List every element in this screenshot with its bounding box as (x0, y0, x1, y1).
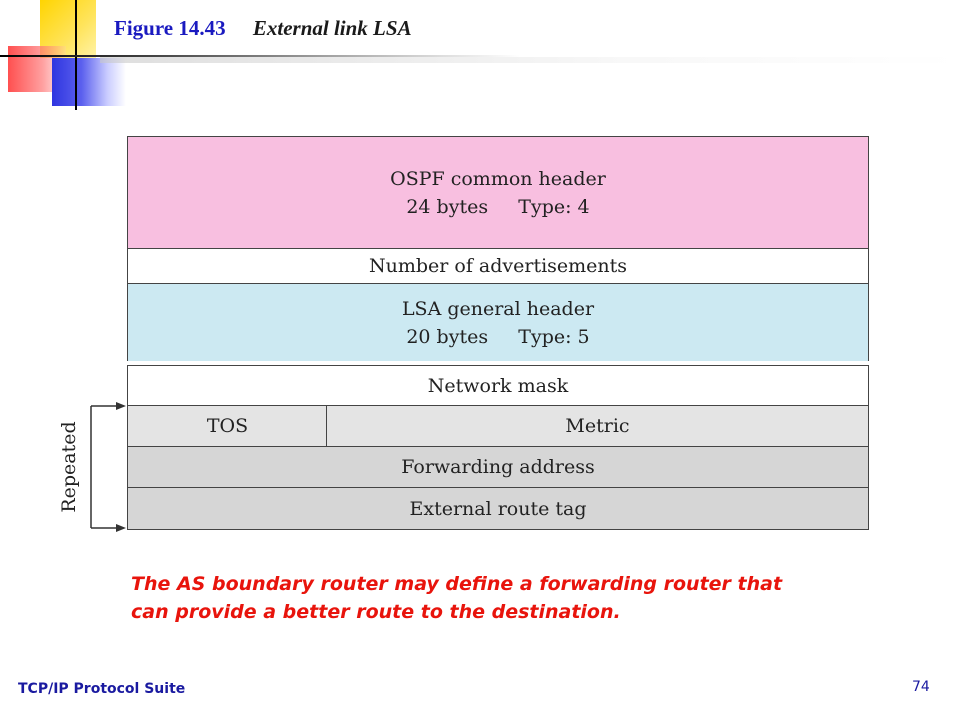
tos-label: TOS (206, 415, 249, 437)
metric-box: Metric (326, 405, 869, 447)
ospf-header-detail: 24 bytes Type: 4 (406, 195, 590, 218)
title-shadow-bar (100, 57, 960, 63)
figure-name: External link LSA (252, 16, 412, 40)
ospf-header-title: OSPF common header (390, 167, 606, 190)
explanatory-note: The AS boundary router may define a forw… (131, 570, 891, 626)
lsa-header-title: LSA general header (401, 297, 595, 320)
lsa-general-header-box: LSA general header 20 bytes Type: 5 (127, 283, 869, 361)
repeated-text: Repeated (58, 421, 80, 513)
external-route-tag-label: External route tag (409, 497, 587, 520)
repeated-bracket-arrow (90, 402, 126, 532)
title-underline (0, 55, 520, 57)
network-mask-label: Network mask (427, 374, 569, 397)
note-line-1: The AS boundary router may define a forw… (131, 573, 783, 595)
forwarding-address-box: Forwarding address (127, 446, 869, 488)
figure-title: Figure 14.43 External link LSA (114, 16, 412, 41)
page-number: 74 (912, 679, 930, 695)
metric-label: Metric (565, 415, 630, 437)
tos-box: TOS (127, 405, 328, 447)
external-route-tag-box: External route tag (127, 487, 869, 530)
logo-blue-square (52, 58, 126, 106)
num-advertisements-label: Number of advertisements (368, 255, 628, 277)
footer-book-title: TCP/IP Protocol Suite (18, 681, 186, 697)
note-line-2: can provide a better route to the destin… (131, 601, 621, 623)
forwarding-address-label: Forwarding address (401, 456, 595, 478)
lsa-header-detail: 20 bytes Type: 5 (406, 325, 590, 348)
ospf-common-header-box: OSPF common header 24 bytes Type: 4 (127, 136, 869, 249)
num-advertisements-box: Number of advertisements (127, 248, 869, 284)
network-mask-box: Network mask (127, 365, 869, 406)
figure-number: Figure 14.43 (114, 16, 226, 40)
